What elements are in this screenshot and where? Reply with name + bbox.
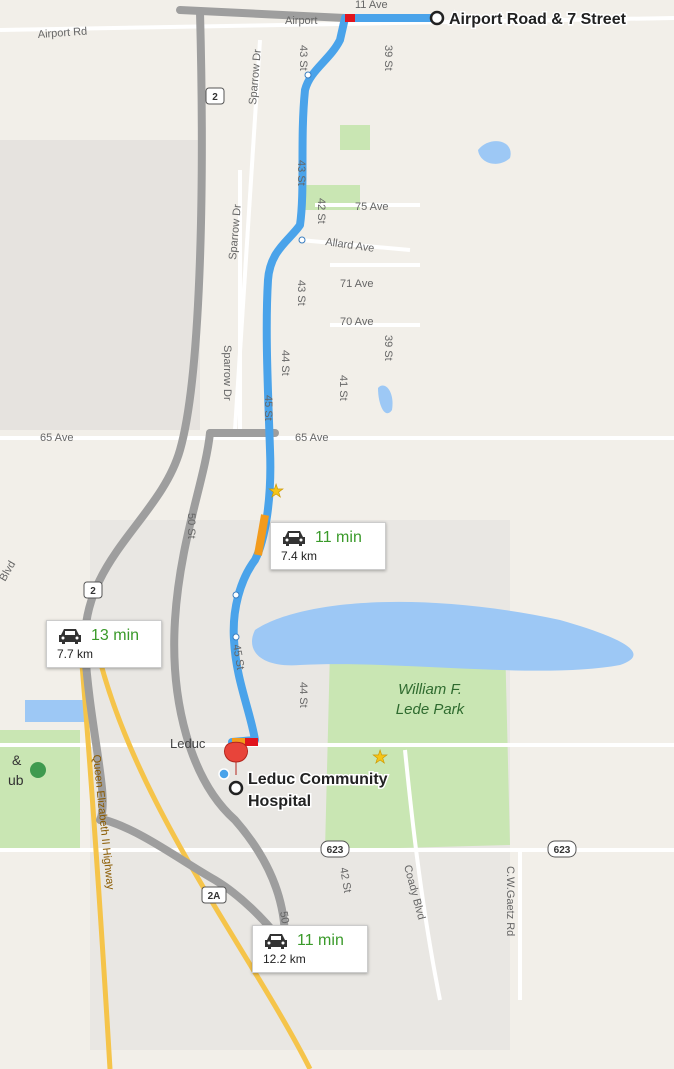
label-sparrow-dr-top: Sparrow Dr (247, 48, 264, 105)
airport-area (0, 140, 200, 430)
route-time: 11 min (315, 529, 362, 546)
lake (252, 601, 634, 671)
pond-1 (478, 141, 511, 164)
label-70-ave: 70 Ave (340, 316, 373, 328)
park-small-3 (0, 730, 80, 850)
destination-label-line1: Leduc Community (248, 771, 388, 788)
origin-marker-icon[interactable] (429, 10, 445, 26)
shield-hwy623-right: 623 (547, 840, 577, 858)
label-75-ave: 75 Ave (355, 201, 388, 213)
label-cw-gaetz: C.W.Gaetz Rd (504, 866, 516, 936)
pond-2 (378, 385, 393, 414)
destination-circle-icon[interactable] (228, 780, 244, 796)
route-time: 13 min (91, 627, 140, 644)
shield-hwy2-top: 2 (205, 87, 225, 105)
label-43-st-route: 43 St (295, 160, 307, 186)
label-club-ub: ub (8, 772, 24, 788)
star-icon-1: ★ (268, 481, 284, 501)
svg-text:623: 623 (554, 845, 571, 856)
label-42-st: 42 St (315, 198, 327, 224)
route-card-1[interactable]: 11 min 7.4 km (270, 522, 386, 570)
route-card-2[interactable]: 13 min 7.7 km (46, 620, 162, 668)
golf-icon (30, 762, 46, 778)
label-45-st-low: 45 St (230, 643, 246, 670)
route-distance: 7.4 km (281, 549, 318, 563)
label-leduc: Leduc (170, 736, 206, 751)
label-airport-right: Airport (285, 15, 317, 27)
label-45-st-route: 45 St (262, 395, 274, 421)
label-65-ave-right: 65 Ave (295, 432, 328, 444)
label-44-st: 44 St (279, 350, 291, 376)
pond-3 (25, 700, 85, 722)
svg-text:2: 2 (212, 92, 218, 103)
label-71-ave: 71 Ave (340, 278, 373, 290)
car-icon (59, 629, 81, 644)
svg-text:623: 623 (327, 845, 344, 856)
label-sparrow-dr-low: Sparrow Dr (221, 345, 233, 401)
label-43-st-top: 43 St (297, 45, 309, 71)
park-label-line1: William F. (398, 681, 462, 698)
label-39-st-mid: 39 St (382, 335, 394, 361)
label-11-ave: 11 Ave (355, 0, 388, 11)
shield-hwy2-mid: 2 (83, 581, 103, 599)
park-small-1 (340, 125, 370, 150)
destination-label-line2: Hospital (248, 793, 311, 810)
label-50-st: 50 St (185, 513, 197, 539)
route-distance: 7.7 km (57, 647, 94, 661)
star-icon-2: ★ (372, 747, 388, 767)
label-65-ave-left: 65 Ave (40, 432, 73, 444)
label-41-st: 41 St (337, 375, 349, 401)
label-sparrow-dr-mid: Sparrow Dr (227, 203, 244, 260)
destination-pin-icon[interactable] (223, 741, 249, 775)
park-label-line2: Lede Park (396, 701, 466, 718)
svg-text:2: 2 (90, 586, 96, 597)
label-club-amp: & (12, 752, 22, 768)
route-card-3[interactable]: 11 min 12.2 km (252, 925, 368, 973)
svg-text:2A: 2A (208, 891, 221, 902)
waypoint-icon (218, 768, 230, 780)
car-icon (283, 531, 305, 546)
car-icon (265, 934, 287, 949)
label-airport-rd: Airport Rd (37, 26, 87, 41)
label-44-st-low: 44 St (297, 682, 309, 708)
label-43-st-mid: 43 St (295, 280, 307, 306)
shield-hwy2a: 2A (201, 886, 227, 904)
route-time: 11 min (297, 932, 344, 949)
label-39-st-top: 39 St (382, 45, 394, 71)
route-distance: 12.2 km (263, 952, 306, 966)
origin-label: Airport Road & 7 Street (449, 11, 627, 28)
traffic-slow-1 (254, 514, 269, 556)
label-42-st-low: 42 St (337, 866, 353, 893)
shield-hwy623-left: 623 (320, 840, 350, 858)
